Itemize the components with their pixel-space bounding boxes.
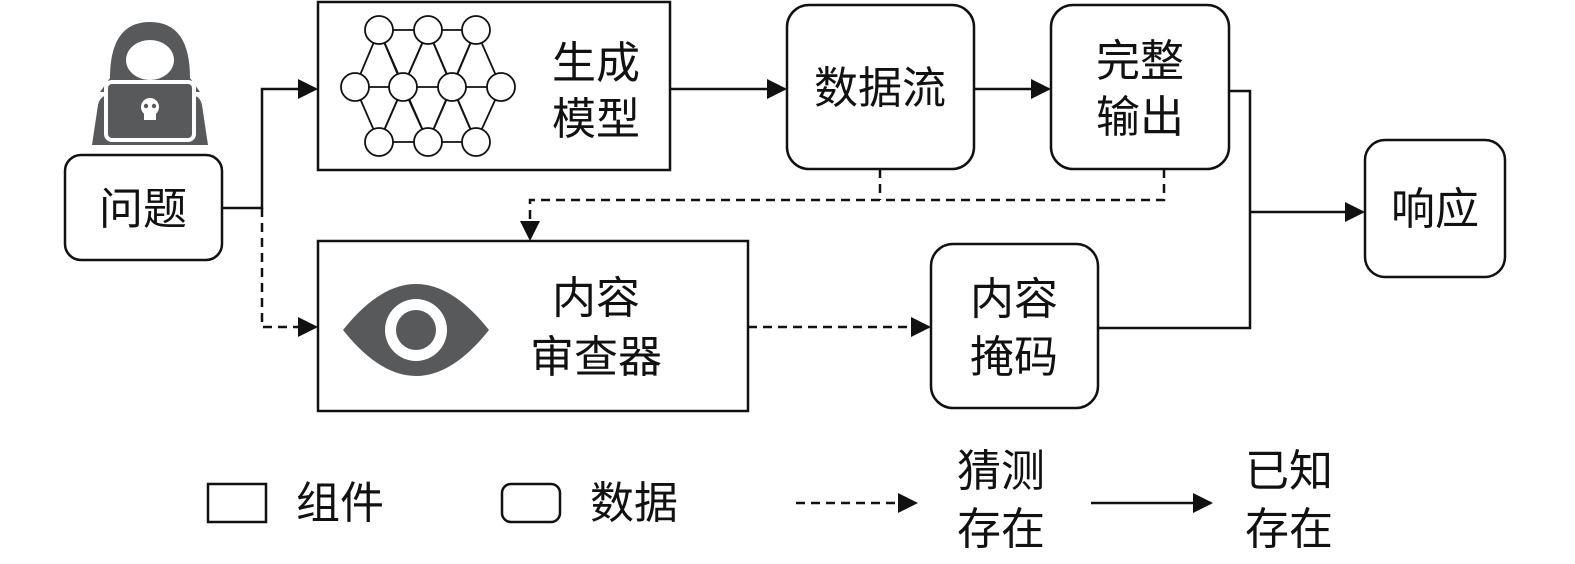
content-mask-node: 内容 掩码: [929, 242, 1100, 410]
content-mask-label-line2: 掩码: [970, 332, 1058, 383]
legend-data-label: 数据: [590, 478, 678, 529]
generative-model-label-line1: 生成: [552, 38, 640, 89]
legend-component-swatch: [206, 482, 268, 524]
response-node: 响应: [1363, 138, 1507, 279]
legend-guessed-label-line1: 猜测: [957, 446, 1045, 497]
legend-component-label: 组件: [296, 478, 384, 529]
content-reviewer-label-line2: 审查器: [530, 332, 662, 383]
question-label: 问题: [99, 184, 187, 235]
legend-known-label-line1: 已知: [1245, 446, 1333, 497]
question-node: 问题: [63, 153, 224, 262]
edge-question-to-model: [222, 79, 318, 210]
legend-known-label-line2: 存在: [1245, 504, 1333, 555]
complete-output-label-line1: 完整: [1096, 36, 1184, 87]
legend-guessed-label-line2: 存在: [957, 504, 1045, 555]
content-mask-label-line1: 内容: [970, 274, 1058, 325]
content-reviewer-node: 内容 审查器: [316, 239, 750, 413]
edge-question-to-reviewer: [260, 208, 318, 337]
edge-output-to-reviewer: [520, 169, 1166, 241]
generative-model-label-line2: 模型: [552, 94, 640, 145]
complete-output-label-line2: 输出: [1096, 92, 1184, 143]
edge-output-to-response: [1098, 89, 1252, 330]
neural-network-icon: [340, 15, 516, 157]
eye-icon: [343, 284, 489, 376]
legend: 组件 数据 猜测 存在 已知 存在: [206, 446, 1333, 555]
legend-data-swatch: [500, 482, 562, 524]
generative-model-node: 生成 模型: [316, 0, 672, 172]
complete-output-node: 完整 输出: [1049, 3, 1231, 171]
content-reviewer-label-line1: 内容: [552, 273, 640, 324]
hooded-hacker-icon: [92, 22, 208, 145]
data-stream-node: 数据流: [785, 3, 976, 171]
response-label: 响应: [1391, 184, 1479, 235]
data-stream-label: 数据流: [814, 63, 946, 114]
